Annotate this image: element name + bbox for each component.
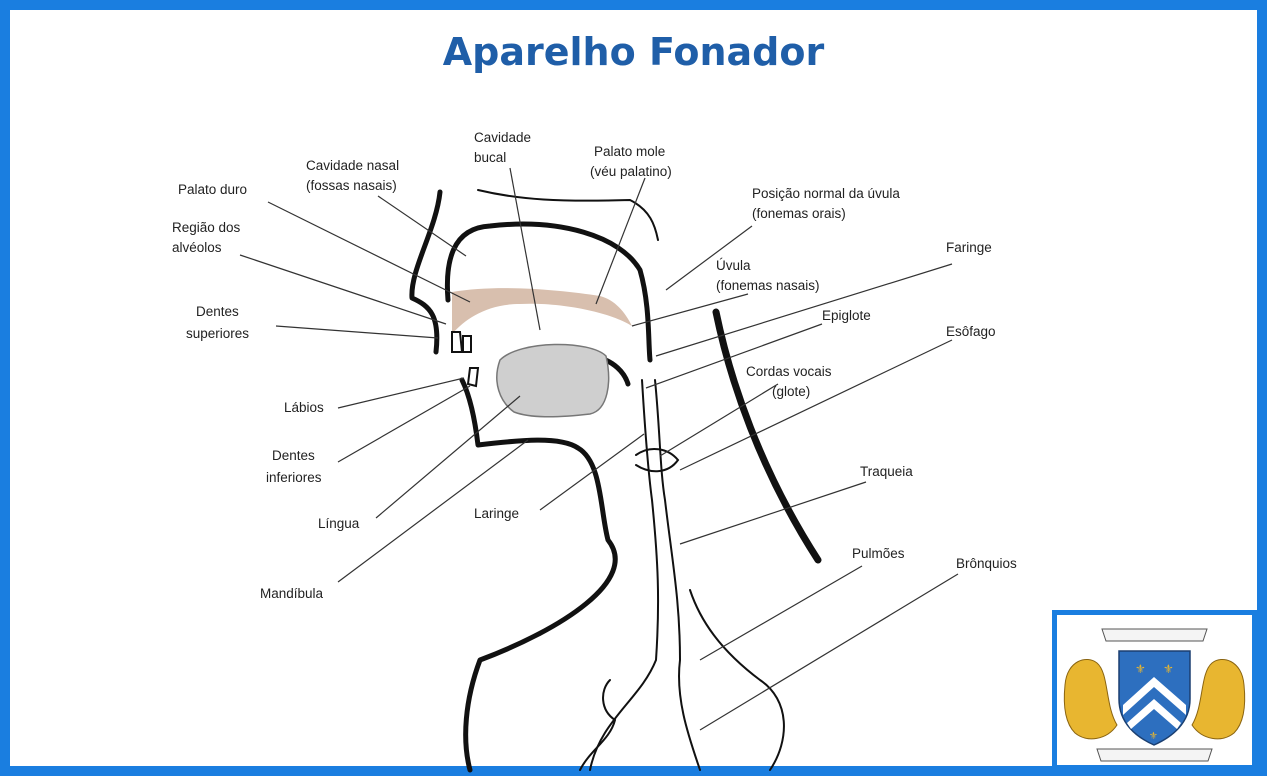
svg-text:⚜: ⚜ (1149, 731, 1158, 742)
label-esofago: Esôfago (946, 324, 996, 339)
label-laringe: Laringe (474, 506, 519, 521)
label-cordas-vocais-sub: (glote) (772, 384, 810, 399)
label-traqueia: Traqueia (860, 464, 913, 479)
label-pulmoes: Pulmões (852, 546, 905, 561)
label-lingua: Língua (318, 516, 360, 531)
label-epiglote: Epiglote (822, 308, 871, 323)
label-cavidade-nasal-sub: (fossas nasais) (306, 178, 397, 193)
school-crest: ⚜ ⚜ ⚜ (1052, 610, 1257, 770)
coat-of-arms-icon: ⚜ ⚜ ⚜ (1057, 615, 1252, 765)
label-regiao-alveolos: Região dos (172, 220, 241, 235)
label-cavidade-bucal: Cavidade (474, 130, 531, 145)
label-dentes-inferiores: Dentes (272, 448, 315, 463)
label-palato-mole-sub: (véu palatino) (590, 164, 672, 179)
hard-palate-shape (452, 288, 632, 334)
label-uvula-sub: (fonemas nasais) (716, 278, 820, 293)
airway-lines (478, 190, 784, 770)
label-bronquios: Brônquios (956, 556, 1017, 571)
label-cavidade-bucal-sub: bucal (474, 150, 506, 165)
teeth-shapes (452, 332, 478, 386)
label-dentes-superiores-sub: superiores (186, 326, 249, 341)
label-labios: Lábios (284, 400, 324, 415)
label-mandibula: Mandíbula (260, 586, 324, 601)
svg-text:⚜: ⚜ (1135, 662, 1146, 676)
label-cavidade-nasal: Cavidade nasal (306, 158, 399, 173)
label-faringe: Faringe (946, 240, 992, 255)
label-palato-duro: Palato duro (178, 182, 247, 197)
label-palato-mole: Palato mole (594, 144, 665, 159)
label-posicao-uvula-sub: (fonemas orais) (752, 206, 846, 221)
label-dentes-superiores: Dentes (196, 304, 239, 319)
label-cordas-vocais: Cordas vocais (746, 364, 832, 379)
leader-lines (240, 168, 958, 730)
label-regiao-alveolos-sub: alvéolos (172, 240, 222, 255)
label-uvula: Úvula (716, 258, 751, 273)
label-posicao-uvula: Posição normal da úvula (752, 186, 900, 201)
svg-text:⚜: ⚜ (1163, 662, 1174, 676)
label-dentes-inferiores-sub: inferiores (266, 470, 322, 485)
tongue-shape (497, 344, 609, 416)
